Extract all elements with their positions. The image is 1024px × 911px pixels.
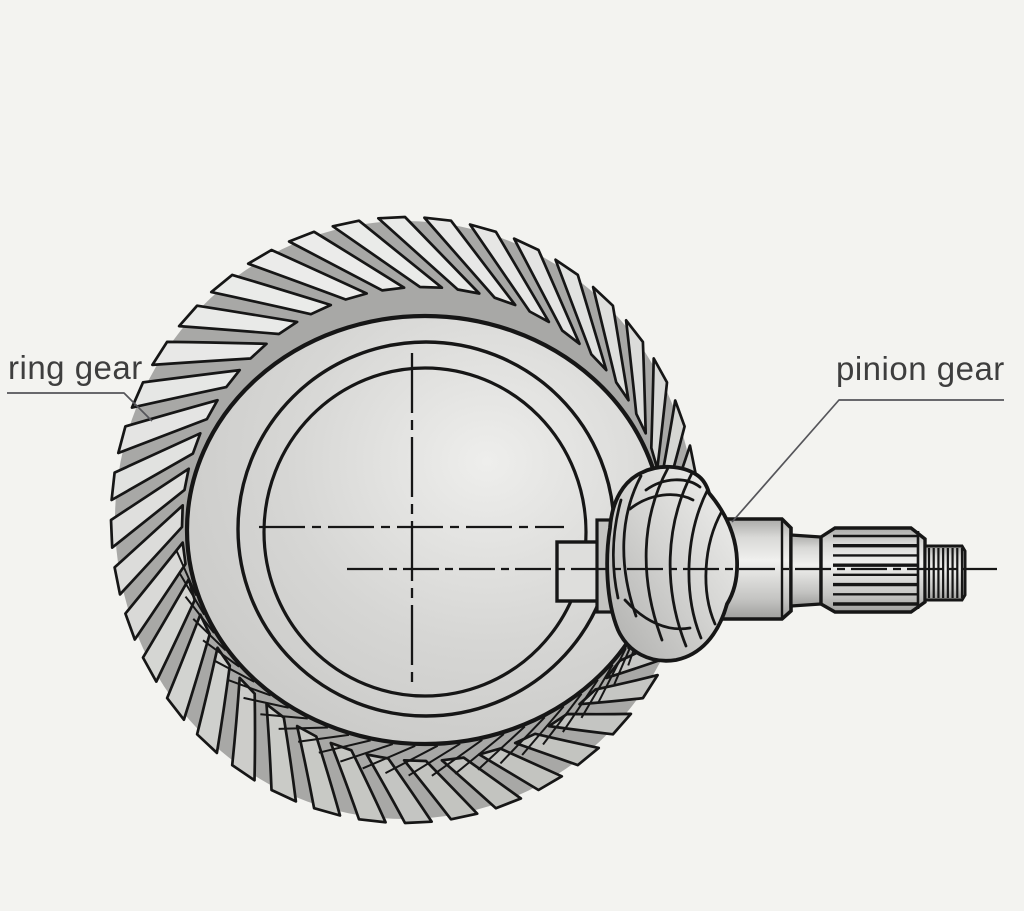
inner-rim-tooth-line <box>454 733 505 775</box>
ring-gear-tooth <box>402 758 479 821</box>
ring-gear-tooth <box>195 646 232 755</box>
inner-rim-tooth-line <box>184 595 215 634</box>
ring-gear-tooth <box>151 340 268 367</box>
ring-gear-tooth <box>230 676 257 782</box>
ring-gear-tooth <box>177 304 299 336</box>
inner-rim-tooth-line <box>597 647 627 703</box>
ring-gear-centerlines <box>259 353 564 689</box>
ring-gear-tooth <box>554 258 608 372</box>
ring-gear-tooth <box>512 237 581 346</box>
ring-gear-tooth <box>265 702 298 803</box>
inner-rim-tooth-line <box>278 726 328 730</box>
ring-gear-tooth <box>246 248 369 301</box>
ring-gear-tooth <box>578 673 659 706</box>
ring-gear-tooth <box>116 398 219 455</box>
ring-gear-rim-inner-circle <box>262 366 588 698</box>
inner-rim-tooth-line <box>542 693 583 746</box>
ring-gear-tooth <box>440 756 523 810</box>
inner-rim-tooth-line <box>179 573 206 616</box>
ring-gear-tooth <box>547 712 633 736</box>
ring-gear-tooth <box>423 216 517 307</box>
ring-gear-tooth <box>113 504 185 596</box>
pinion-gear-label: pinion gear <box>836 350 1005 387</box>
inner-rim-tooth-line <box>580 664 614 719</box>
inner-rim-tooth-line <box>243 696 289 709</box>
ring-gear-tooth <box>130 368 242 409</box>
ring-gear-tooth <box>287 230 406 292</box>
ring-gear-leader-line <box>7 392 153 422</box>
inner-rim-tooth-line <box>431 738 483 777</box>
pinion-gear <box>605 464 739 663</box>
ring-gear-tooth <box>513 732 601 767</box>
inner-rim-tooth-line <box>175 549 198 597</box>
pinion-nose-block <box>555 540 600 603</box>
inner-rim-tooth-line <box>318 739 371 754</box>
inner-rim-tooth-line <box>521 705 565 756</box>
inner-rim-tooth-line <box>477 725 526 771</box>
inner-rim-tooth-line <box>192 618 227 652</box>
inner-rim-tooth-line <box>298 733 350 743</box>
ring-gear-face <box>184 313 666 747</box>
inner-rim-tooth-line <box>227 679 272 697</box>
ring-gear-tooth <box>649 357 669 471</box>
ring-gear-tooth <box>209 273 333 316</box>
spline-lines <box>833 534 917 606</box>
pinion-shaft <box>555 517 967 621</box>
inner-rim-tooth-line <box>362 744 416 770</box>
inner-rim-tooth-line <box>214 659 255 683</box>
ring-gear-tooth <box>468 223 551 324</box>
ring-gear-tooth <box>109 467 191 549</box>
shaft-thread-tip <box>923 544 967 602</box>
ring-gear-tooth <box>624 318 648 435</box>
shaft-neck <box>789 533 823 608</box>
ring-gear-inner-tooth-lines <box>175 549 665 777</box>
ring-gear-tooth <box>376 215 481 295</box>
ring-gear-tooth <box>124 541 187 641</box>
ring-gear-tooth <box>365 753 434 825</box>
ring-gear-tooth <box>110 431 202 502</box>
ring-gear-tooth <box>331 219 444 290</box>
inner-rim-tooth-line <box>340 743 394 763</box>
inner-rim-tooth-line <box>499 716 546 765</box>
inner-rim-tooth-line <box>408 742 461 777</box>
inner-rim-tooth-line <box>202 639 240 668</box>
inner-rim-tooth-line <box>384 744 439 774</box>
inner-rim-tooth-line <box>260 713 308 720</box>
ring-gear-label: ring gear <box>8 349 143 386</box>
ring-gear-tooth <box>591 285 630 402</box>
pinion-gear-leader-line <box>731 399 1004 523</box>
ring-gear-tooth <box>295 724 342 817</box>
thread-lines <box>927 548 964 598</box>
inner-rim-tooth-line <box>562 679 599 733</box>
ring-gear <box>109 215 701 825</box>
